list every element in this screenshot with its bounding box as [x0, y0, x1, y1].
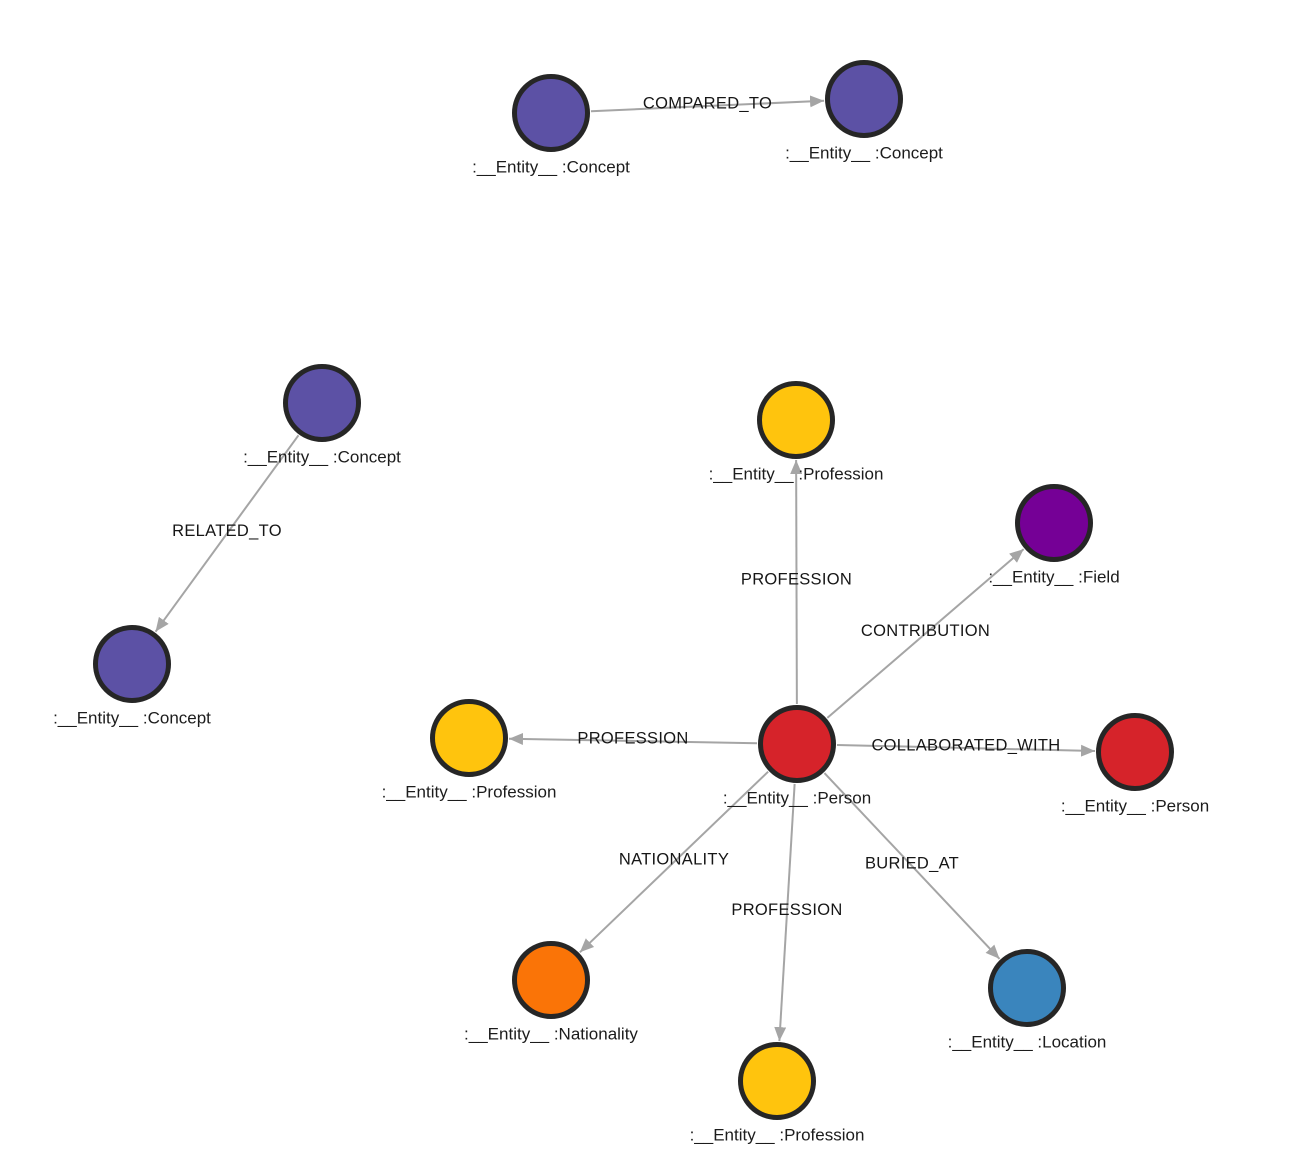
relationship-line[interactable]	[836, 743, 1096, 757]
relationship-type-label[interactable]: COMPARED_TO	[643, 94, 772, 112]
relationship-line[interactable]	[154, 434, 300, 633]
node-circle[interactable]	[283, 364, 361, 442]
nodes-layer: :__Entity__ :Concept :__Entity__ :Concept…	[53, 60, 1209, 1145]
node-profession-n7[interactable]: :__Entity__ :Profession	[382, 699, 557, 802]
node-circle[interactable]	[512, 74, 590, 152]
relationship-type-label[interactable]: NATIONALITY	[619, 850, 729, 868]
node-circle[interactable]	[825, 60, 903, 138]
relationship-line[interactable]	[774, 783, 796, 1042]
relationship-profession-4[interactable]: PROFESSION	[508, 729, 758, 747]
relationship-type-label[interactable]: CONTRIBUTION	[861, 622, 990, 640]
node-caption: :__Entity__ :Profession	[709, 464, 884, 483]
relationship-line[interactable]	[790, 459, 803, 705]
node-concept-n3[interactable]: :__Entity__ :Concept	[53, 625, 211, 728]
node-nationality-n9[interactable]: :__Entity__ :Nationality	[464, 941, 638, 1044]
node-profession-n10[interactable]: :__Entity__ :Profession	[690, 1042, 865, 1145]
relationship-type-label[interactable]: COLLABORATED_WITH	[871, 736, 1060, 754]
node-concept-n0[interactable]: :__Entity__ :Concept	[472, 74, 630, 177]
node-concept-n2[interactable]: :__Entity__ :Concept	[243, 364, 401, 467]
relationship-line[interactable]	[508, 732, 758, 745]
relationship-type-label[interactable]: PROFESSION	[741, 570, 852, 588]
node-circle[interactable]	[512, 941, 590, 1019]
node-caption: :__Entity__ :Person	[1061, 796, 1209, 815]
node-circle[interactable]	[758, 705, 836, 783]
relationship-line[interactable]	[590, 95, 825, 113]
node-circle[interactable]	[1015, 484, 1093, 562]
node-circle[interactable]	[738, 1042, 816, 1120]
node-profession-n4[interactable]: :__Entity__ :Profession	[709, 381, 884, 484]
node-caption: :__Entity__ :Profession	[382, 782, 557, 801]
node-circle[interactable]	[757, 381, 835, 459]
relationship-compared_to-0[interactable]: COMPARED_TO	[590, 94, 825, 113]
node-concept-n1[interactable]: :__Entity__ :Concept	[785, 60, 943, 163]
relationships-layer: COMPARED_TO RELATED_TO PROFESSION CONTRIBUT…	[154, 94, 1096, 1042]
node-circle[interactable]	[93, 625, 171, 703]
relationship-line[interactable]	[823, 772, 1001, 960]
node-caption: :__Entity__ :Nationality	[464, 1024, 638, 1043]
relationship-line[interactable]	[579, 770, 769, 954]
relationship-type-label[interactable]: RELATED_TO	[172, 522, 282, 540]
relationship-nationality-6[interactable]: NATIONALITY	[579, 770, 769, 954]
node-caption: :__Entity__ :Field	[988, 567, 1119, 586]
node-caption: :__Entity__ :Concept	[53, 708, 211, 727]
relationship-related_to-1[interactable]: RELATED_TO	[154, 434, 300, 633]
node-location-n11[interactable]: :__Entity__ :Location	[948, 949, 1107, 1052]
node-caption: :__Entity__ :Location	[948, 1032, 1107, 1051]
node-circle[interactable]	[988, 949, 1066, 1027]
node-circle[interactable]	[1096, 713, 1174, 791]
node-person-n6[interactable]: :__Entity__ :Person	[723, 705, 871, 808]
relationship-type-label[interactable]: BURIED_AT	[865, 854, 959, 872]
relationship-buried_at-8[interactable]: BURIED_AT	[823, 772, 1001, 960]
relationship-collaborated_with-5[interactable]: COLLABORATED_WITH	[836, 736, 1096, 757]
relationship-type-label[interactable]: PROFESSION	[731, 901, 842, 919]
relationship-line[interactable]	[826, 548, 1025, 719]
node-caption: :__Entity__ :Person	[723, 788, 871, 807]
node-person-n8[interactable]: :__Entity__ :Person	[1061, 713, 1209, 816]
node-caption: :__Entity__ :Concept	[785, 143, 943, 162]
node-circle[interactable]	[430, 699, 508, 777]
node-field-n5[interactable]: :__Entity__ :Field	[988, 484, 1120, 587]
relationship-type-label[interactable]: PROFESSION	[577, 729, 688, 747]
relationship-contribution-3[interactable]: CONTRIBUTION	[826, 548, 1025, 719]
node-caption: :__Entity__ :Profession	[690, 1125, 865, 1144]
node-caption: :__Entity__ :Concept	[472, 157, 630, 176]
relationship-profession-2[interactable]: PROFESSION	[741, 459, 852, 705]
node-caption: :__Entity__ :Concept	[243, 447, 401, 466]
relationship-profession-7[interactable]: PROFESSION	[731, 783, 842, 1042]
